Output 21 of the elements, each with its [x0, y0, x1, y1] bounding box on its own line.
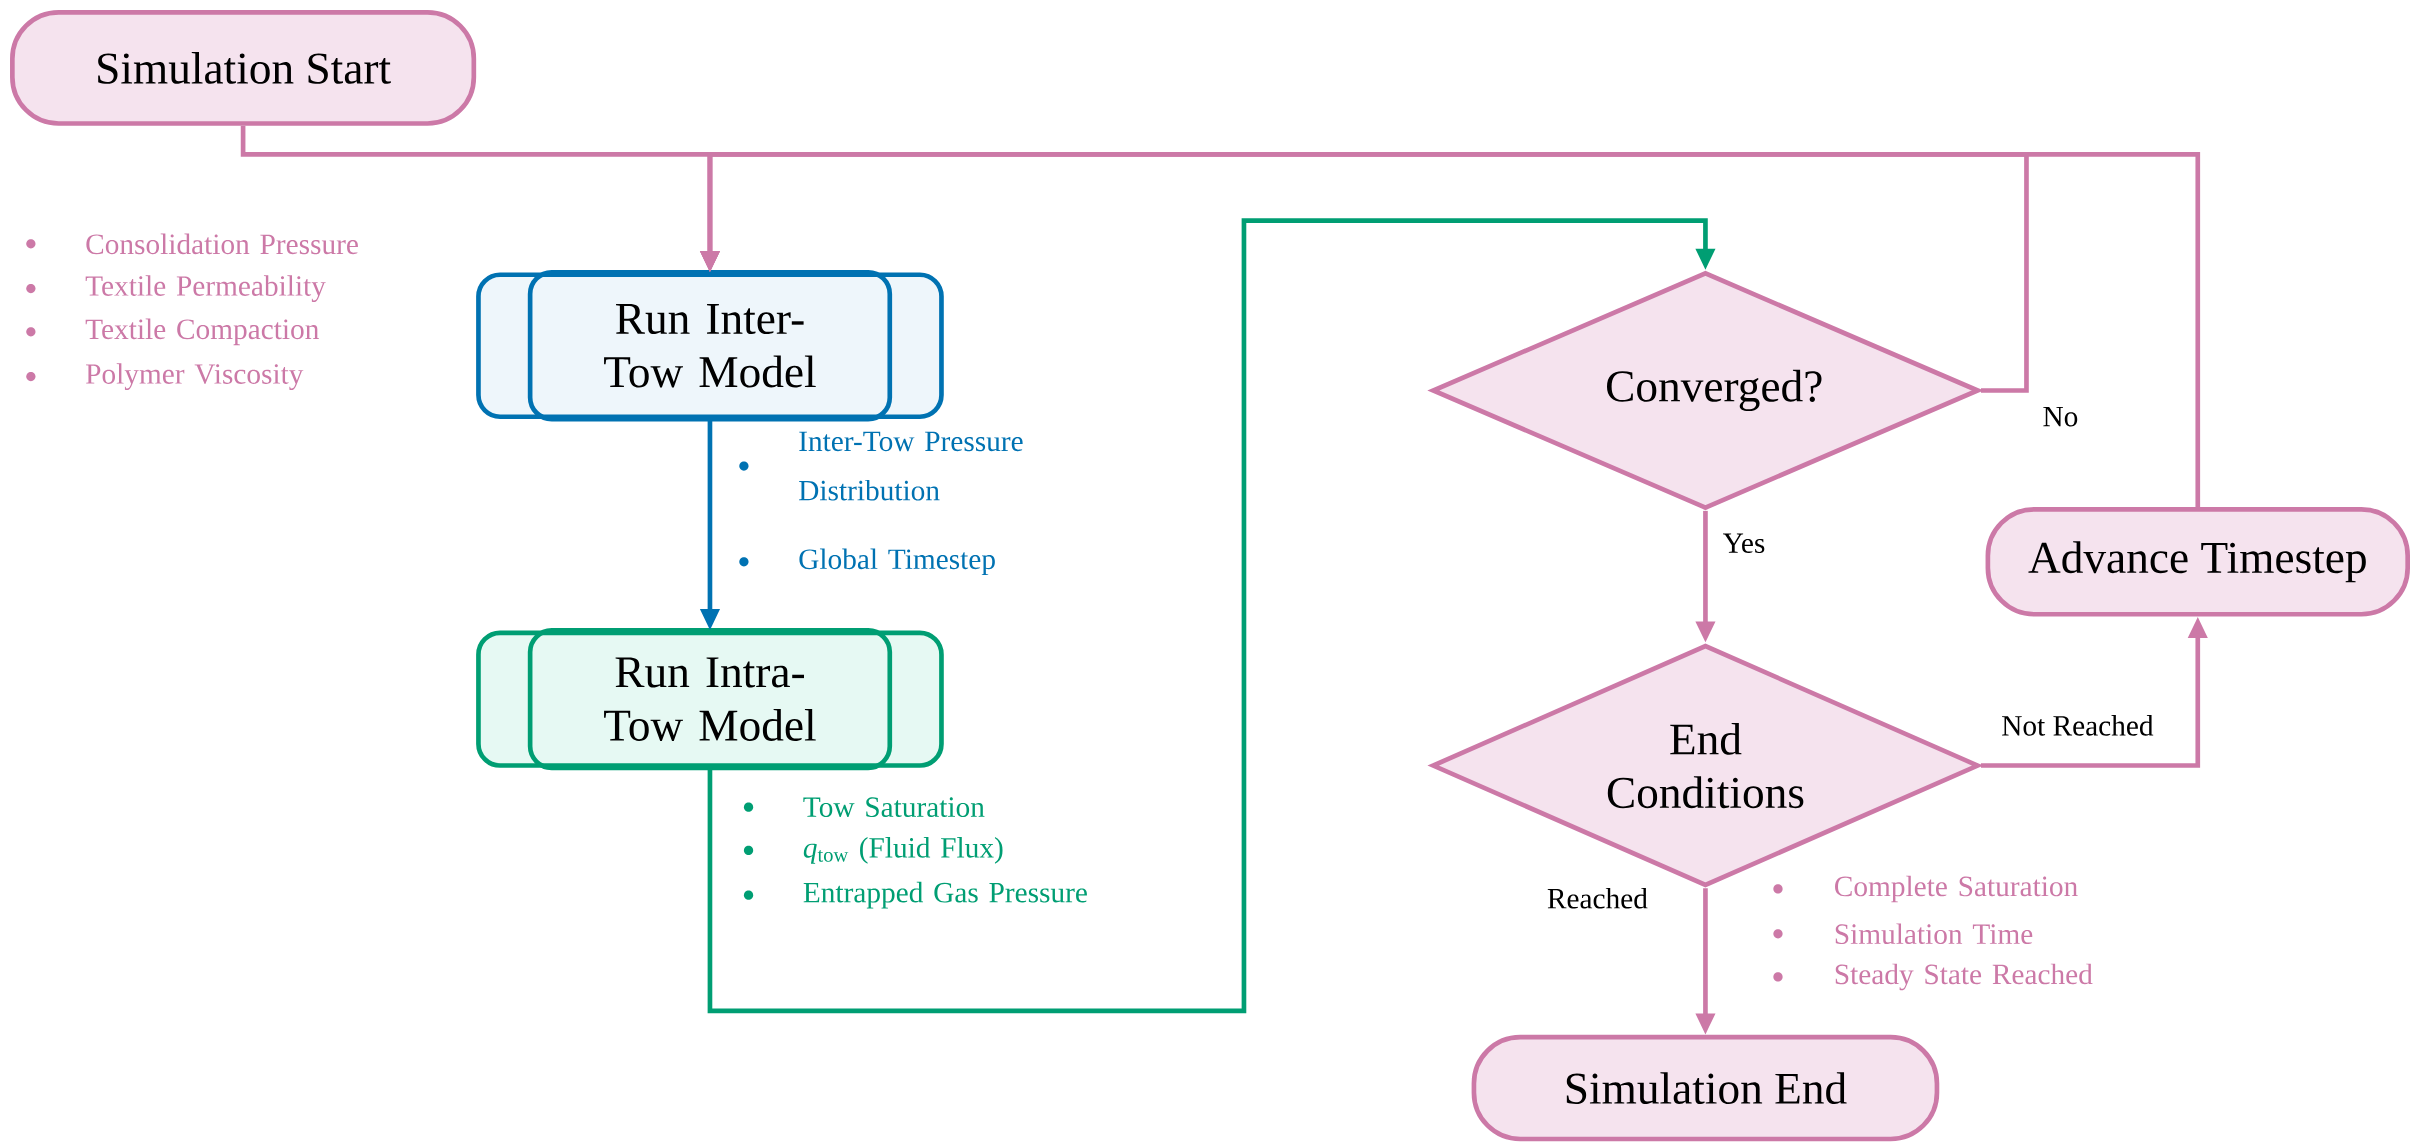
arrow: [707, 218, 1716, 1014]
list-item: q$_{tow}$ (Fluid Flux): [743, 837, 1003, 864]
list-item: Simulation Time: [1773, 923, 2033, 945]
edge-label: Not Reached: [1998, 712, 2157, 739]
list-item: Steady State Reached: [1773, 963, 2093, 991]
list-item: Textile Permeability: [26, 275, 326, 303]
edge-label: Reached: [1544, 885, 1651, 912]
rounded-box: Advance Timestep: [1985, 507, 2410, 617]
list-item: Polymer Viscosity: [26, 363, 304, 391]
list-item: Textile Compaction: [26, 318, 319, 346]
list-item: Global Timestep: [739, 548, 995, 576]
list-item: Consolidation Pressure: [26, 233, 358, 255]
terminal-box: Simulation End: [1471, 1034, 1940, 1142]
edge-label: No: [2039, 404, 2081, 430]
list-item: Entrapped Gas Pressure: [743, 882, 1087, 909]
list-item: Tow Saturation: [743, 797, 985, 818]
list-item: Inter-Tow Pressure Distribution: [739, 431, 1023, 501]
terminal-box: Simulation Start: [10, 10, 477, 126]
process-box: Run Inter-Tow Model: [476, 270, 944, 422]
process-box: Run Intra-Tow Model: [476, 628, 944, 771]
edge-label: Yes: [1720, 531, 1769, 556]
